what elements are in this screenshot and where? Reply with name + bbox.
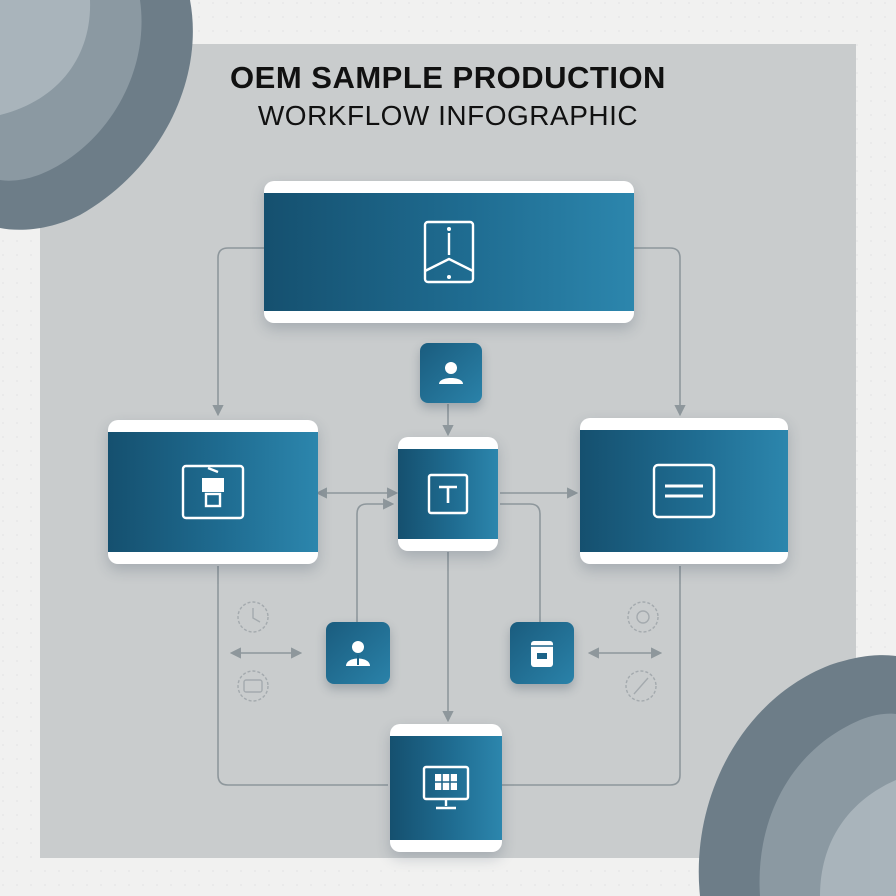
monitor-icon: [422, 765, 470, 810]
user-tile-top[interactable]: [420, 343, 482, 403]
left-card-band: [108, 432, 318, 552]
swirl-top-left: [0, 0, 193, 230]
connector-usertile-to-center: [356, 498, 395, 622]
user-tile-left[interactable]: [326, 622, 390, 684]
decorative-icons: [237, 601, 659, 702]
right-card[interactable]: [580, 418, 788, 564]
box-tile-right[interactable]: [510, 622, 574, 684]
swirl-bottom-right: [698, 655, 896, 896]
bottom-card[interactable]: [390, 724, 502, 852]
settings-icon: [237, 670, 269, 702]
right-card-band: [580, 430, 788, 552]
bottom-card-band: [390, 736, 502, 840]
connector-left-to-bottom: [217, 566, 388, 786]
connector-center-to-box: [500, 503, 541, 622]
machine-icon: [181, 464, 245, 520]
left-card[interactable]: [108, 420, 318, 564]
connector-right-to-bottom: [502, 566, 681, 786]
top-card-band: [264, 193, 634, 311]
connectors: [212, 247, 686, 786]
connector-top-to-left: [212, 247, 265, 417]
center-card[interactable]: [398, 437, 498, 551]
wrench-icon: [625, 670, 657, 702]
top-card[interactable]: [264, 181, 634, 323]
gear-icon: [627, 601, 659, 633]
document-icon: [423, 220, 475, 284]
list-icon: [652, 463, 716, 519]
box-icon: [531, 641, 553, 667]
page-title: OEM SAMPLE PRODUCTION: [230, 60, 666, 95]
connector-top-to-right: [632, 247, 686, 417]
center-card-band: [398, 449, 498, 539]
t-icon: [427, 473, 469, 515]
page-subtitle: WORKFLOW INFOGRAPHIC: [257, 100, 639, 131]
user-icon: [346, 641, 370, 666]
user-icon: [439, 362, 463, 384]
clock-icon: [237, 601, 269, 633]
